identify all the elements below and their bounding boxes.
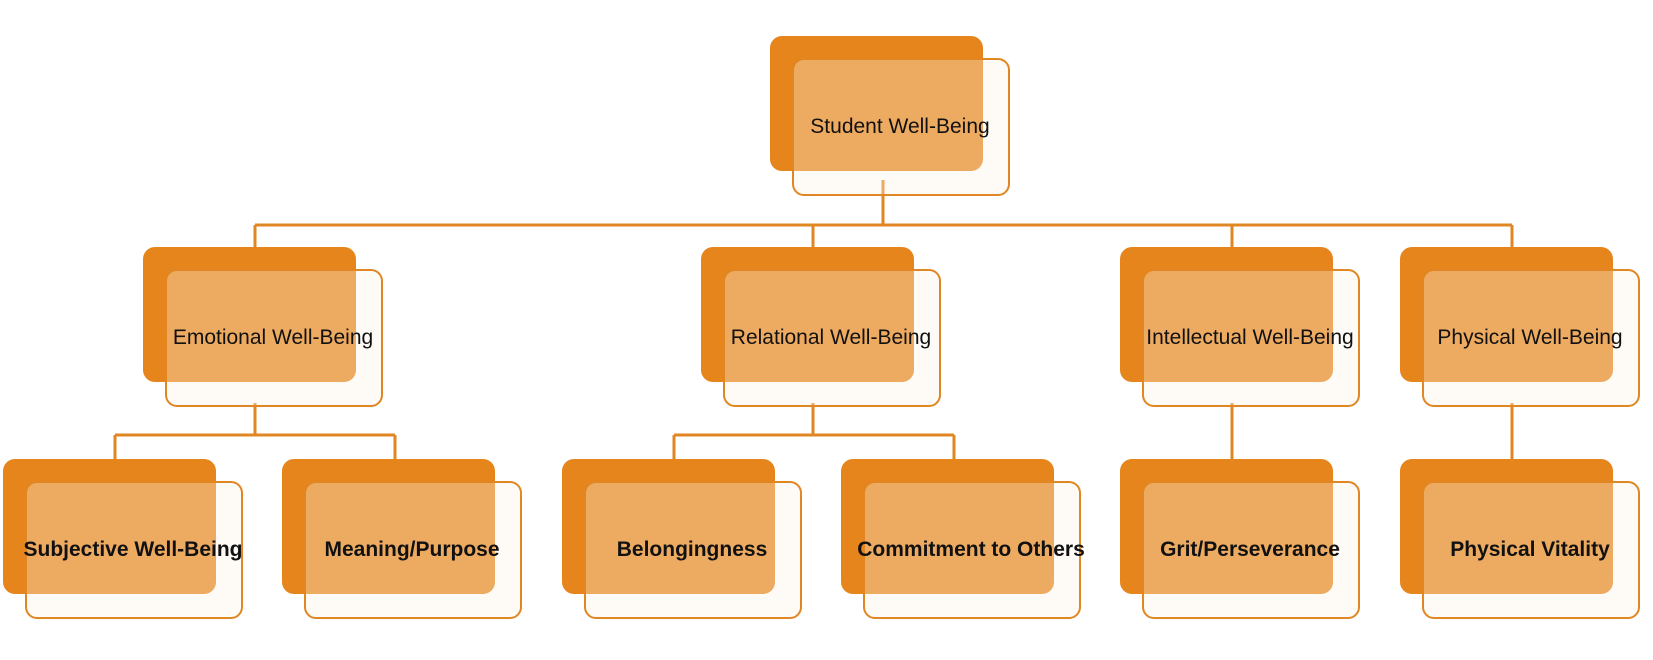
node-label: Student Well-Being: [810, 115, 990, 138]
node-card: [1422, 481, 1640, 619]
root-node-student-well-being: Student Well-Being: [770, 36, 1010, 196]
leaf-node-physical-vitality: Physical Vitality: [1400, 459, 1640, 619]
leaf-node-subjective-well-being: Subjective Well-Being: [3, 459, 243, 619]
node-card: [25, 481, 243, 619]
node-label: Emotional Well-Being: [172, 326, 374, 349]
node-card: [723, 269, 941, 407]
branch-node-emotional-well-being: Emotional Well-Being: [143, 247, 383, 407]
node-label: Belongingness: [616, 538, 768, 561]
node-card: [584, 481, 802, 619]
leaf-node-grit-perseverance: Grit/Perseverance: [1120, 459, 1360, 619]
node-card: [1422, 269, 1640, 407]
leaf-node-belongingness: Belongingness: [562, 459, 802, 619]
node-label: Grit/Perseverance: [1160, 538, 1340, 561]
node-label: Physical Vitality: [1450, 538, 1610, 561]
node-card: [1142, 481, 1360, 619]
leaf-node-commitment-to-others: Commitment to Others: [841, 459, 1085, 619]
leaf-node-meaning-purpose: Meaning/Purpose: [282, 459, 522, 619]
branch-node-intellectual-well-being: Intellectual Well-Being: [1120, 247, 1360, 407]
branch-node-relational-well-being: Relational Well-Being: [701, 247, 941, 407]
node-card: [304, 481, 522, 619]
node-label: Meaning/Purpose: [324, 538, 500, 561]
node-card: [863, 481, 1081, 619]
node-card: [1142, 269, 1360, 407]
node-label: Relational Well-Being: [730, 326, 932, 349]
node-label: Subjective Well-Being: [23, 538, 243, 561]
node-card: [165, 269, 383, 407]
node-label: Physical Well-Being: [1437, 326, 1623, 349]
node-label: Intellectual Well-Being: [1146, 326, 1354, 349]
branch-node-physical-well-being: Physical Well-Being: [1400, 247, 1640, 407]
node-card: [792, 58, 1010, 196]
node-label: Commitment to Others: [857, 538, 1085, 561]
